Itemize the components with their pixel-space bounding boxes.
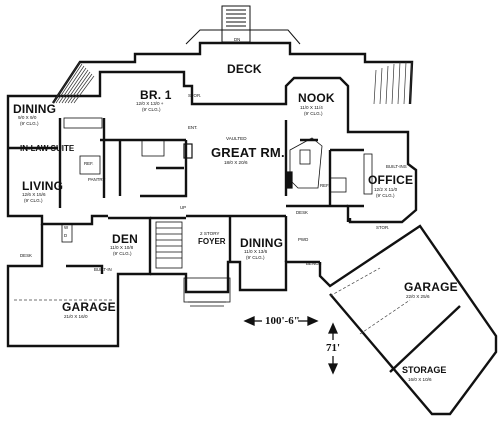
inlaw-dining-dims: 9/0 X 9/0	[18, 115, 37, 120]
wall-inlaw-inner	[8, 118, 106, 208]
garage-left-dims: 21/0 X 16/0	[64, 314, 88, 319]
wall-central	[150, 214, 288, 262]
wall-inlaw	[6, 82, 108, 226]
deck-stair-dn-label: DN	[234, 37, 241, 42]
desk-right-label: DESK	[296, 210, 308, 215]
kitchen-ref-right	[329, 177, 347, 193]
great-room-vaulted: VAULTED	[226, 136, 247, 141]
garage-right-dims: 22/0 X 25/6	[406, 294, 430, 299]
main-dining-dims: 11/0 X 13/6	[244, 249, 268, 254]
br1-name: BR. 1	[140, 88, 172, 102]
ref-right-label: REF.	[320, 183, 330, 188]
office-clg: (9' CLG.)	[376, 193, 395, 198]
dryer-label: D	[64, 233, 68, 238]
nook-name: NOOK	[298, 91, 335, 105]
wall-upper	[98, 70, 418, 224]
den-name: DEN	[112, 232, 138, 246]
ref-left-label: REF.	[84, 161, 94, 166]
pwd-label: PWD	[298, 237, 309, 242]
great-room-name: GREAT RM.	[211, 145, 285, 160]
main-dining-name: DINING	[240, 236, 284, 250]
depth-arrow-top	[327, 322, 339, 334]
deck-stair	[221, 5, 251, 43]
depth-arrow-bottom	[327, 363, 339, 375]
wall-br1	[100, 138, 188, 198]
deck-bay	[185, 29, 301, 45]
br1-dims: 12/0 X 13/0 +	[136, 101, 164, 106]
den-clg: (9' CLG.)	[113, 251, 132, 256]
nook-clg: (9' CLG.)	[304, 111, 323, 116]
wall-kitchen	[284, 120, 348, 208]
garage-left-name: GARAGE	[62, 300, 116, 314]
den-dims: 11/0 X 10/8	[110, 245, 134, 250]
storage-dims: 16/0 X 10/6	[408, 377, 432, 382]
inlaw-dining-name: DINING	[13, 102, 57, 116]
living-name: LIVING	[22, 179, 64, 193]
storage-name: STORAGE	[402, 365, 447, 375]
overall-width: 100'-6"	[265, 315, 300, 327]
stair-up-label: UP	[180, 205, 187, 210]
inlaw-dining-clg: (9' CLG.)	[20, 121, 39, 126]
deck-rail-left	[52, 61, 95, 104]
garage-door-right-a	[329, 267, 411, 335]
wall-den	[6, 216, 152, 348]
dining-fireplace	[285, 171, 293, 189]
main-dining-clg: (9' CLG.)	[246, 255, 265, 260]
nook-dims: 11/0 X 11/4	[300, 105, 323, 110]
deck-stair-treads	[226, 9, 246, 31]
office-built-in	[363, 153, 373, 195]
deck-rail-right	[373, 61, 413, 105]
inlaw-kitchen	[63, 117, 103, 129]
living-clg: (9' CLG.)	[24, 198, 43, 203]
bench-label: BENCH	[306, 261, 322, 266]
foyer-stair	[155, 221, 183, 269]
pantry-label: PANTRY	[88, 177, 106, 182]
kitchen-island	[289, 137, 323, 189]
washer-label: W	[64, 225, 69, 230]
foyer-name: FOYER	[198, 237, 226, 246]
wall-garage-mid	[389, 305, 461, 373]
washer-dryer	[61, 223, 73, 243]
desk-left-label: DESK	[20, 253, 32, 258]
br1-stor-label: STOR.	[188, 93, 202, 98]
garage-right-name: GARAGE	[404, 280, 458, 294]
wall-office	[346, 148, 364, 222]
stor-right-label: STOR.	[376, 225, 390, 230]
inlaw-suite-label: IN-LAW SUITE	[20, 144, 75, 153]
br1-bath-tub	[141, 139, 165, 157]
foyer-stair-treads	[156, 227, 182, 259]
built-ins-label: BUILT-INS	[386, 164, 407, 169]
built-in-label: BUILT-IN	[94, 267, 112, 272]
great-room-fireplace	[183, 143, 193, 159]
width-arrow-right	[307, 315, 319, 327]
overall-depth: 71'	[326, 342, 341, 354]
br1-clg: (9' CLG.)	[142, 107, 161, 112]
wall-garage-right	[318, 224, 498, 416]
ent-label: ENT.	[188, 125, 198, 130]
wall-front	[150, 260, 320, 294]
deck-outline	[51, 41, 414, 105]
foyer-2story: 2 STORY	[200, 231, 220, 236]
deck-label: DECK	[227, 62, 262, 76]
porch-steps	[188, 301, 226, 307]
front-porch	[183, 277, 231, 303]
office-dims: 12/2 X 11/0	[374, 187, 398, 192]
wall-den-inner	[66, 264, 104, 274]
office-name: OFFICE	[368, 173, 414, 187]
living-dims: 12/6 X 15/6	[22, 192, 46, 197]
width-arrow-left	[243, 315, 255, 327]
great-room-dims: 18/0 X 20/6	[224, 160, 248, 165]
inlaw-ref-box	[79, 155, 101, 175]
kitchen-range	[299, 149, 311, 165]
